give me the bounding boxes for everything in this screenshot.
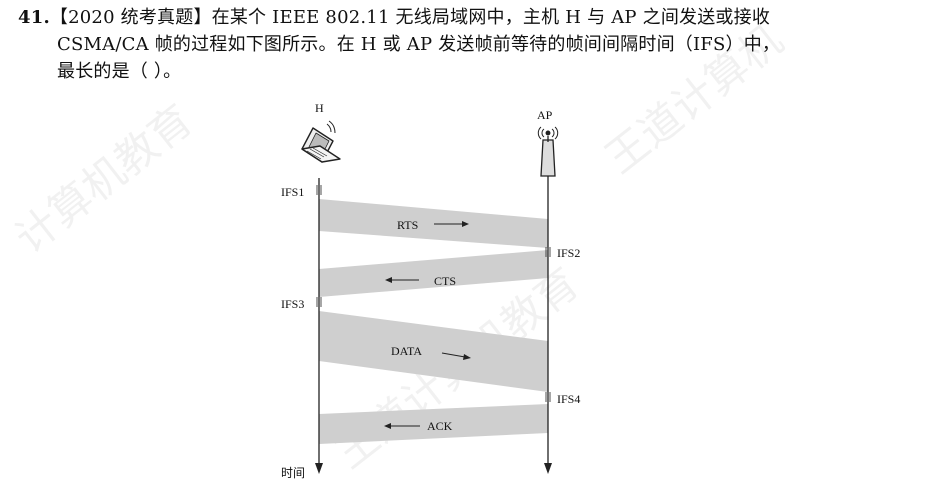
cts-frame-band [319,250,548,297]
question-line-2: CSMA/CA 帧的过程如下图所示。在 H 或 AP 发送帧前等待的帧间间隔时间… [57,34,781,55]
ifs3-label: IFS3 [281,297,304,311]
question-line-1-text: 【2020 统考真题】在某个 IEEE 802.11 无线局域网中，主机 H 与… [49,7,771,28]
ifs2-label: IFS2 [557,246,580,260]
ap-label: AP [537,108,553,122]
data-arrow [441,352,466,358]
question-line-3: 最长的是（ ）。 [57,61,182,82]
host-label: H [315,101,324,115]
ack-label: ACK [427,419,453,433]
data-arrowhead [463,354,471,360]
ap-timeline-arrowhead [544,463,552,474]
laptop-icon [301,120,341,163]
data-label: DATA [391,344,422,358]
question-number: 41. [18,7,50,28]
cts-arrowhead [385,277,392,283]
data-frame-band [319,311,548,392]
question-text: 41.【2020 统考真题】在某个 IEEE 802.11 无线局域网中，主机 … [18,4,913,85]
rts-label: RTS [397,218,418,232]
rts-frame-band [319,199,548,248]
host-timeline-arrowhead [315,463,323,474]
rts-arrowhead [462,221,469,227]
time-label: 时间 [281,466,305,480]
question-line-1: 41.【2020 统考真题】在某个 IEEE 802.11 无线局域网中，主机 … [18,4,913,31]
ifs4-label: IFS4 [557,392,580,406]
watermark-left: 计算机教育 [6,95,202,263]
ack-frame-band [319,404,548,444]
cts-label: CTS [434,274,456,288]
ifs-brackets [316,185,551,402]
ap-antenna-icon [537,126,559,177]
ifs1-label: IFS1 [281,185,304,199]
ack-arrowhead [384,423,391,429]
